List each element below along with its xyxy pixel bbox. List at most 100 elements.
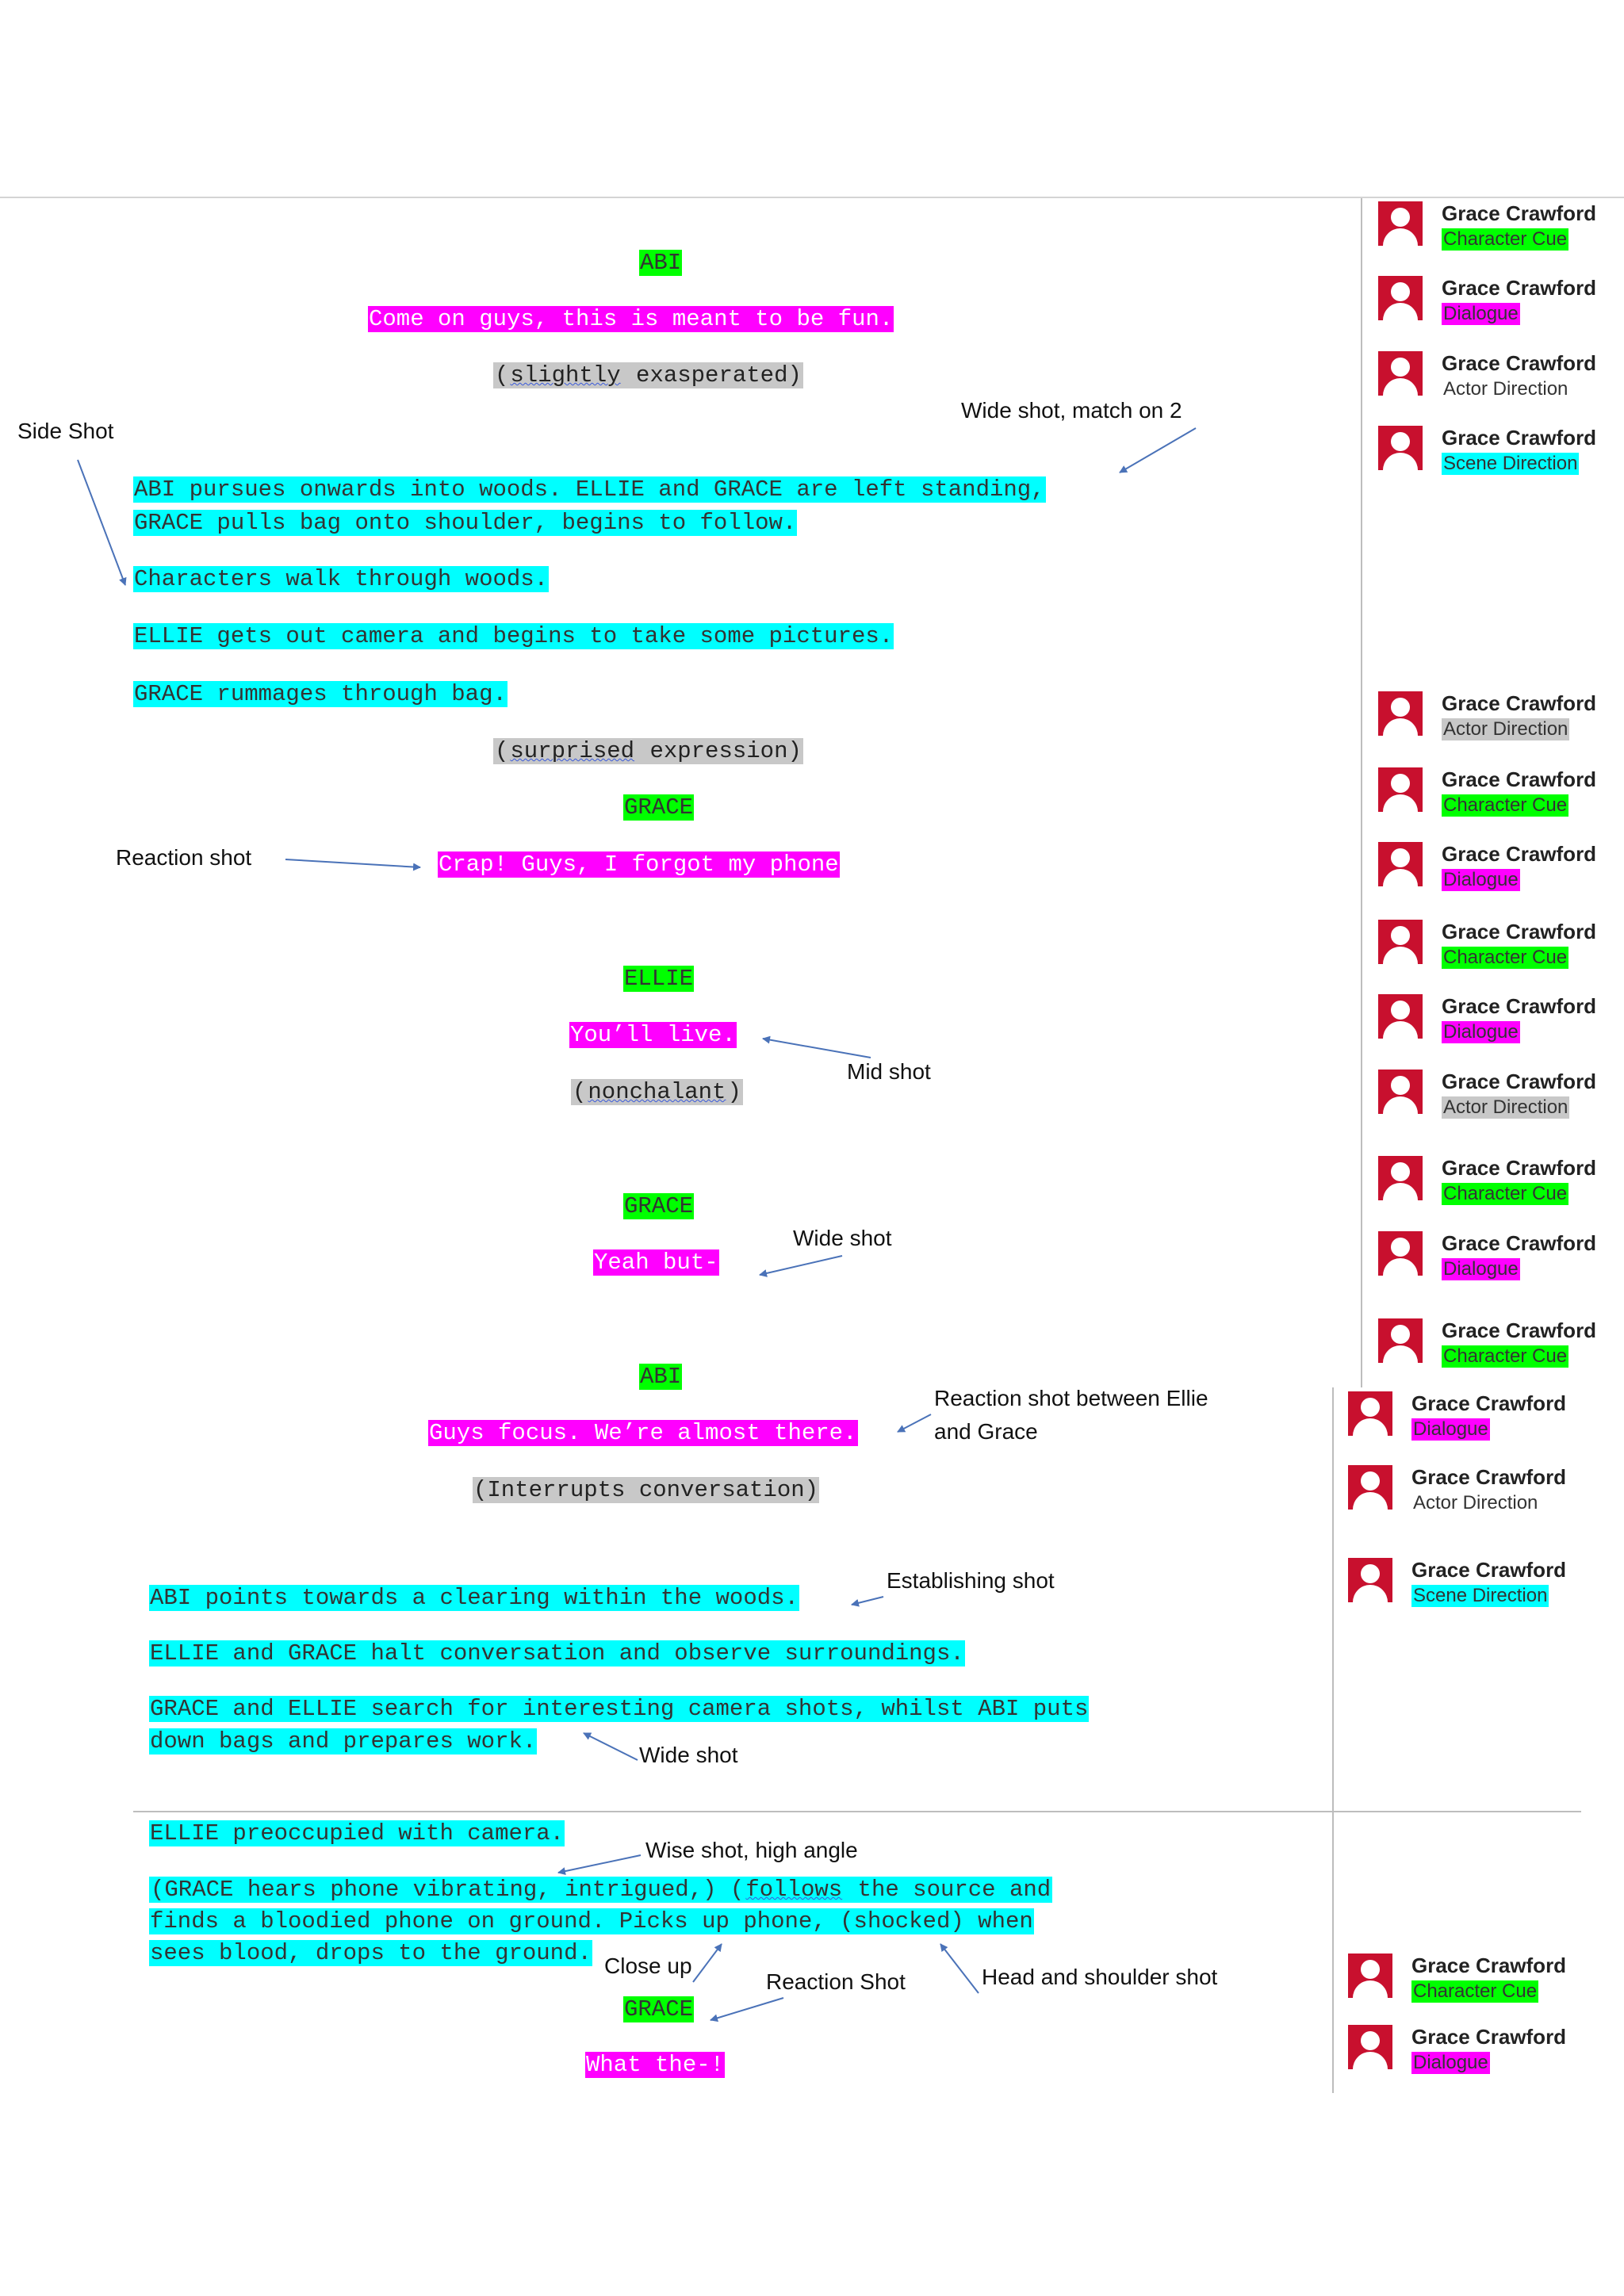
avatar [1378, 691, 1423, 736]
comment-tag: Character Cue [1442, 1183, 1569, 1205]
comment-tag: Dialogue [1411, 2052, 1490, 2074]
arrow [557, 1854, 642, 1876]
section-divider [133, 1811, 1581, 1812]
arrow [710, 1997, 784, 2022]
comment-balloon[interactable]: Grace Crawford Character Cue [1378, 201, 1616, 265]
shot-annotation: Reaction Shot [766, 1969, 906, 1994]
scene-direction: ELLIE and GRACE halt conversation and ob… [149, 1640, 965, 1667]
shot-annotation: Reaction shot between Ellie [934, 1386, 1208, 1410]
shot-annotation: Reaction shot [116, 845, 252, 870]
avatar [1378, 842, 1423, 886]
avatar [1378, 276, 1423, 320]
comment-author: Grace Crawford [1442, 920, 1597, 943]
comment-balloon[interactable]: Grace Crawford Dialogue [1378, 276, 1616, 339]
actor-direction: (nonchalant) [571, 1079, 743, 1105]
shot-annotation: Wide shot, match on 2 [961, 398, 1182, 423]
comment-author: Grace Crawford [1442, 1231, 1597, 1255]
comment-author: Grace Crawford [1442, 994, 1597, 1018]
comment-balloon[interactable]: Grace Crawford Character Cue [1378, 767, 1616, 831]
comment-balloon[interactable]: Grace Crawford Character Cue [1378, 1156, 1616, 1219]
actor-direction: (Interrupts conversation) [473, 1477, 820, 1503]
shot-annotation: Establishing shot [887, 1568, 1055, 1593]
comment-tag: Dialogue [1442, 1258, 1520, 1280]
comment-tag: Character Cue [1442, 947, 1569, 969]
comment-balloon[interactable]: Grace Crawford Dialogue [1378, 994, 1616, 1058]
comment-balloon[interactable]: Grace Crawford Actor Direction [1378, 351, 1616, 415]
comment-tag: Actor Direction [1442, 1096, 1570, 1119]
shot-annotation: Mid shot [847, 1059, 931, 1084]
comment-author: Grace Crawford [1442, 1156, 1597, 1180]
scene-direction: (GRACE hears phone vibrating, intrigued,… [149, 1877, 1053, 1903]
comment-tag: Actor Direction [1443, 378, 1568, 400]
dialogue-line: What the-! [585, 2052, 726, 2078]
comment-balloon[interactable]: Grace Crawford Actor Direction [1378, 1070, 1616, 1133]
avatar [1348, 1954, 1392, 1998]
comment-balloon[interactable]: Grace Crawford Scene Direction [1348, 1558, 1586, 1621]
character-cue: ABI [639, 1364, 683, 1390]
comment-balloon[interactable]: Grace Crawford Character Cue [1348, 1954, 1586, 2017]
scene-direction: down bags and prepares work. [149, 1728, 538, 1755]
scene-direction: GRACE and ELLIE search for interesting c… [149, 1696, 1090, 1722]
shot-annotation: Wide shot [639, 1743, 738, 1767]
character-cue: GRACE [623, 1193, 695, 1219]
scene-direction: ELLIE preoccupied with camera. [149, 1820, 565, 1846]
comment-author: Grace Crawford [1411, 1954, 1567, 1977]
comment-author: Grace Crawford [1442, 842, 1597, 866]
comment-balloon[interactable]: Grace Crawford Dialogue [1378, 842, 1616, 905]
avatar [1378, 1231, 1423, 1276]
comment-author: Grace Crawford [1411, 1391, 1567, 1415]
comment-author: Grace Crawford [1442, 201, 1597, 225]
avatar [1378, 351, 1423, 396]
dialogue-line: Crap! Guys, I forgot my phone [438, 851, 840, 878]
comment-balloon[interactable]: Grace Crawford Dialogue [1348, 1391, 1586, 1455]
comment-tag: Dialogue [1442, 869, 1520, 891]
arrow [1119, 427, 1197, 473]
shot-annotation: and Grace [934, 1419, 1038, 1444]
comment-tag: Dialogue [1442, 1021, 1520, 1043]
comment-balloon[interactable]: Grace Crawford Actor Direction [1378, 691, 1616, 755]
arrow [692, 1943, 722, 1983]
comment-balloon[interactable]: Grace Crawford Dialogue [1348, 2025, 1586, 2088]
comment-pane-border-lower [1332, 1387, 1334, 2093]
character-cue: GRACE [623, 1996, 695, 2022]
shot-annotation: Head and shoulder shot [982, 1965, 1218, 1989]
avatar [1348, 1391, 1392, 1436]
actor-direction: (surprised expression) [493, 738, 803, 764]
comment-author: Grace Crawford [1442, 426, 1597, 450]
dialogue-line: Guys focus. We’re almost there. [428, 1420, 858, 1446]
avatar [1378, 426, 1423, 470]
scene-direction: Characters walk through woods. [133, 566, 550, 592]
actor-direction: (slightly exasperated) [493, 362, 803, 388]
dialogue-line: You’ll live. [569, 1022, 737, 1048]
scene-direction: GRACE pulls bag onto shoulder, begins to… [133, 510, 798, 536]
avatar [1348, 1465, 1392, 1510]
avatar [1378, 201, 1423, 246]
comment-tag: Character Cue [1442, 228, 1569, 251]
comment-tag: Character Cue [1411, 1980, 1539, 2003]
character-cue: ELLIE [623, 966, 695, 992]
comment-author: Grace Crawford [1442, 276, 1597, 300]
comment-author: Grace Crawford [1411, 1465, 1567, 1489]
scene-direction: sees blood, drops to the ground. [149, 1940, 592, 1966]
avatar [1378, 994, 1423, 1039]
comment-balloon[interactable]: Grace Crawford Character Cue [1378, 1318, 1616, 1382]
comment-tag: Character Cue [1442, 794, 1569, 817]
arrow [762, 1035, 871, 1058]
avatar [1378, 767, 1423, 812]
comment-balloon[interactable]: Grace Crawford Character Cue [1378, 920, 1616, 983]
comment-balloon[interactable]: Grace Crawford Actor Direction [1348, 1465, 1586, 1529]
arrow [940, 1943, 979, 1994]
comment-author: Grace Crawford [1411, 2025, 1567, 2049]
avatar [1348, 1558, 1392, 1602]
comment-balloon[interactable]: Grace Crawford Dialogue [1378, 1231, 1616, 1295]
comment-pane-border [1361, 198, 1362, 1387]
comment-balloon[interactable]: Grace Crawford Scene Direction [1378, 426, 1616, 489]
shot-annotation: Wide shot [793, 1226, 892, 1250]
comment-tag: Scene Direction [1442, 453, 1580, 475]
comment-tag: Character Cue [1442, 1345, 1569, 1368]
arrow [583, 1732, 638, 1761]
comment-tag: Dialogue [1411, 1418, 1490, 1441]
avatar [1348, 2025, 1392, 2069]
